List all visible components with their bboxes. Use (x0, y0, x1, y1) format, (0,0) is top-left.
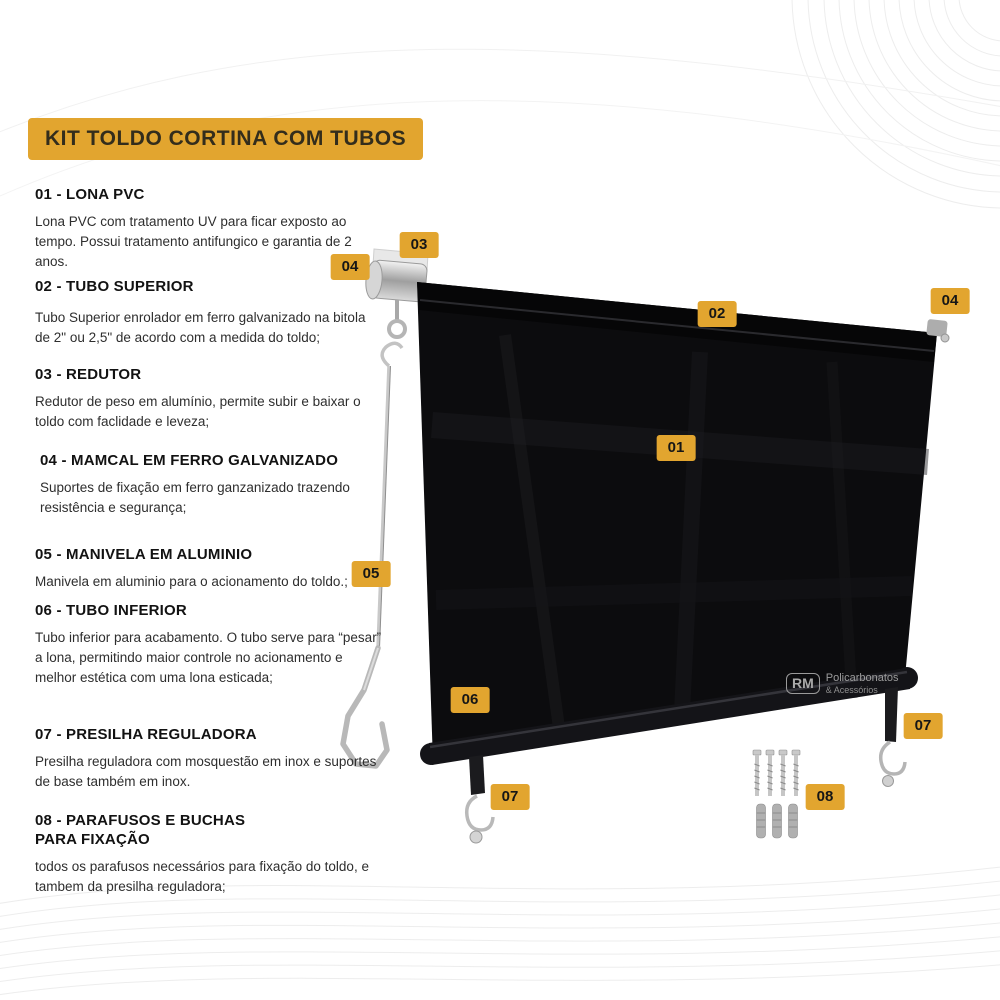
diagram-badge-06: 06 (450, 687, 490, 713)
part-heading-08: 08 - PARAFUSOS E BUCHAS PARA FIXAÇÃO (35, 812, 246, 848)
diagram-badge-04-left: 04 (330, 254, 370, 280)
wall-bracket-right (926, 319, 950, 343)
diagram-badge-01: 01 (656, 435, 696, 461)
part-body-06: Tubo inferior para acabamento. O tubo se… (35, 629, 382, 686)
redutor-hook-ring (387, 319, 407, 339)
part-description-parafusos: 08 - PARAFUSOS E BUCHAS PARA FIXAÇÃO tod… (35, 812, 383, 897)
part-body-03: Redutor de peso em alumínio, permite sub… (35, 393, 361, 429)
part-heading-02: 02 - TUBO SUPERIOR (35, 278, 194, 295)
part-description-tubo-inferior: 06 - TUBO INFERIOR Tubo inferior para ac… (35, 602, 383, 689)
part-heading-07: 07 - PRESILHA REGULADORA (35, 726, 257, 743)
diagram-badge-03: 03 (399, 232, 439, 258)
part-body-01: Lona PVC com tratamento UV para ficar ex… (35, 213, 352, 270)
part-heading-01: 01 - LONA PVC (35, 186, 145, 203)
part-body-04: Suportes de fixação em ferro ganzanizado… (40, 479, 350, 515)
part-description-manivela: 05 - MANIVELA EM ALUMINIO Manivela em al… (35, 546, 383, 592)
part-heading-04: 04 - MAMCAL EM FERRO GALVANIZADO (40, 452, 339, 469)
page-title: KIT TOLDO CORTINA COM TUBOS (28, 118, 424, 160)
brand-logo: RM (786, 672, 820, 695)
part-description-redutor: 03 - REDUTOR Redutor de peso em alumínio… (35, 366, 383, 432)
part-body-08: todos os parafusos necessários para fixa… (35, 858, 369, 894)
part-body-02: Tubo Superior enrolador em ferro galvani… (35, 309, 366, 345)
part-description-tubo-superior: 02 - TUBO SUPERIOR Tubo Superior enrolad… (35, 278, 383, 348)
brand-watermark: RM Policarbonatos & Acessórios (786, 672, 899, 695)
part-heading-03: 03 - REDUTOR (35, 366, 142, 383)
part-heading-05: 05 - MANIVELA EM ALUMINIO (35, 546, 253, 563)
brand-line2: & Acessórios (825, 684, 878, 695)
diagram-badge-07-left: 07 (490, 784, 530, 810)
part-description-mancal: 04 - MAMCAL EM FERRO GALVANIZADO Suporte… (40, 452, 388, 518)
presilha-hook-right (878, 687, 907, 787)
diagram-badge-08: 08 (805, 784, 845, 810)
diagram-badge-02: 02 (697, 301, 737, 327)
part-body-05: Manivela em aluminio para o acionamento … (35, 573, 348, 589)
presilha-hook-left (464, 755, 495, 844)
part-description-lona-pvc: 01 - LONA PVC Lona PVC com tratamento UV… (35, 186, 383, 273)
part-description-presilha: 07 - PRESILHA REGULADORA Presilha regula… (35, 726, 383, 792)
part-body-07: Presilha reguladora com mosquestão em in… (35, 753, 377, 789)
diagram-badge-04-right: 04 (930, 288, 970, 314)
diagram-badge-07-right: 07 (903, 713, 943, 739)
parafusos-buchas (751, 748, 802, 839)
brand-line1: Policarbonatos (825, 672, 899, 684)
diagram-badge-05: 05 (351, 561, 391, 587)
part-heading-06: 06 - TUBO INFERIOR (35, 602, 187, 619)
